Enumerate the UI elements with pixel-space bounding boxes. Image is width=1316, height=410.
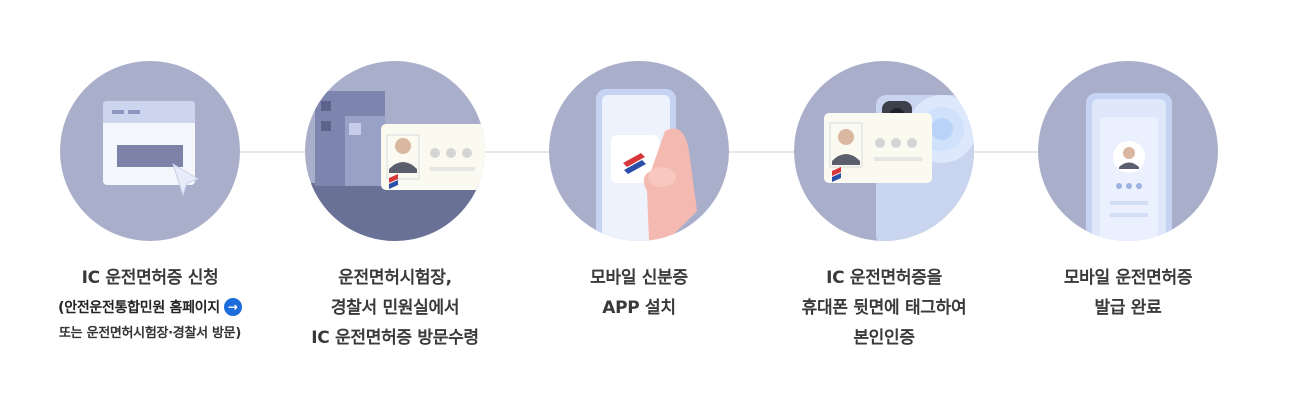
step-4: IC 운전면허증을 휴대폰 뒷면에 태그하여 본인인증 (764, 61, 1004, 353)
step-2-illustration (305, 61, 485, 241)
homepage-link[interactable]: (안전운전통합민원 홈페이지→ (30, 293, 270, 324)
arrow-right-icon[interactable]: → (223, 298, 242, 316)
step-4-title-line-1: IC 운전면허증을 (826, 268, 942, 288)
step-4-illustration (794, 61, 974, 241)
card-tag-phone-icon (824, 95, 974, 241)
step-1: IC 운전면허증 신청 (안전운전통합민원 홈페이지→ 또는 운전면허시험장·경… (30, 61, 270, 344)
building-license-card-icon (305, 91, 485, 241)
homepage-link-label[interactable]: (안전운전통합민원 홈페이지 (58, 300, 220, 316)
step-3-illustration (549, 61, 729, 241)
step-3-title-line-1: 모바일 신분증 (590, 268, 688, 288)
step-1-title: IC 운전면허증 신청 (81, 268, 219, 288)
step-2-title-line-2: 경찰서 민원실에서 (330, 298, 460, 318)
step-3: 모바일 신분증 APP 설치 (519, 61, 759, 323)
step-5-title-line-1: 모바일 운전면허증 (1063, 268, 1193, 288)
step-3-title-line-2: APP 설치 (602, 298, 676, 318)
step-5-illustration (1038, 61, 1218, 241)
step-1-note: 또는 운전면허시험장·경찰서 방문) (59, 326, 241, 341)
step-5: 모바일 운전면허증 발급 완료 (1008, 61, 1248, 323)
step-2-title-line-1: 운전면허시험장, (338, 268, 452, 288)
step-2-title-line-3: IC 운전면허증 방문수령 (311, 328, 479, 348)
phone-app-hand-icon (596, 89, 697, 241)
step-1-illustration (60, 61, 240, 241)
browser-window-cursor-icon (103, 101, 200, 197)
step-4-title-line-2: 휴대폰 뒷면에 태그하여 (801, 298, 967, 318)
mobile-license-complete-icon (1086, 93, 1172, 241)
step-4-title-line-3: 본인인증 (853, 328, 915, 348)
step-2: 운전면허시험장, 경찰서 민원실에서 IC 운전면허증 방문수령 (275, 61, 515, 353)
step-5-title-line-2: 발급 완료 (1094, 298, 1162, 318)
